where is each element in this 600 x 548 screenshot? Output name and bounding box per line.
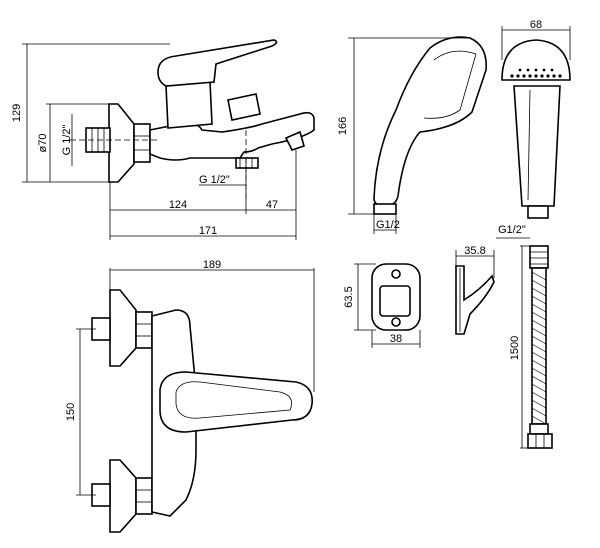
hose-cone-bottom [529, 423, 549, 435]
dim-g-half-bottom: G 1/2" [199, 174, 230, 186]
dim-124: 124 [169, 199, 187, 211]
shower-hose-dims: 1500 G1/2" [496, 224, 530, 449]
hose-body [531, 267, 547, 425]
hand-shower-front-dims: 68 [501, 19, 571, 60]
hex-nut [133, 123, 151, 163]
hand-shower-side-dims: 166 G1/2 [337, 37, 470, 234]
faucet-front-view [91, 289, 313, 533]
dim-150: 150 [65, 403, 77, 421]
dim-1500: 1500 [509, 336, 521, 360]
dim-g1-2-hose: G1/2" [498, 224, 526, 236]
faucet-side-view [70, 39, 315, 200]
dim-63-5: 63.5 [343, 286, 355, 307]
dim-47: 47 [266, 199, 278, 211]
front-upper-nut [135, 311, 153, 349]
hand-shower-front [501, 39, 571, 219]
diverter-knob [227, 93, 261, 121]
dim-dia-70: ø70 [37, 134, 49, 153]
front-upper-flange [109, 289, 137, 367]
shower-thread-front [527, 205, 549, 219]
spray-nozzles [510, 68, 562, 78]
dim-166: 166 [337, 117, 349, 135]
wall-bracket-front-dims: 63.5 38 [343, 263, 421, 348]
wall-bracket-side-dims: 35.8 [455, 245, 495, 278]
wall-flange [108, 103, 135, 183]
bracket-holder [379, 285, 411, 317]
bracket-side-profile [455, 265, 495, 335]
hose-nut-top [529, 245, 549, 269]
shower-thread-side [373, 203, 397, 215]
front-lower-flange [109, 459, 137, 533]
front-view-dimensions: 189 150 [65, 259, 315, 496]
dim-68: 68 [530, 19, 542, 31]
dim-g-half-left: G 1/2" [61, 125, 73, 156]
spout-tip [284, 130, 305, 151]
wall-bracket-front [371, 263, 421, 331]
hose-nut-bottom [527, 433, 553, 449]
shower-head-side [373, 36, 487, 207]
shower-head-front [501, 39, 571, 81]
dim-129: 129 [11, 104, 23, 122]
front-lever [159, 371, 313, 433]
shower-outlet [235, 157, 259, 169]
dim-171: 171 [199, 225, 217, 237]
bracket-screw-bottom [391, 317, 401, 327]
cartridge-housing [165, 81, 213, 129]
wall-bracket-side [455, 265, 495, 335]
dim-189: 189 [203, 259, 221, 271]
bracket-screw-top [391, 269, 401, 279]
lever-handle [157, 39, 278, 87]
dim-35-8: 35.8 [464, 245, 485, 257]
shower-hose [527, 245, 553, 449]
dim-g1-2: G1/2 [376, 219, 400, 231]
hand-shower-side [373, 36, 487, 215]
dim-38: 38 [390, 333, 402, 345]
shower-handle-front [513, 85, 561, 207]
side-view-dimensions: 129 ø70 G 1/2" G 1/2" 124 47 171 [11, 43, 297, 240]
front-lower-nut [135, 477, 153, 515]
